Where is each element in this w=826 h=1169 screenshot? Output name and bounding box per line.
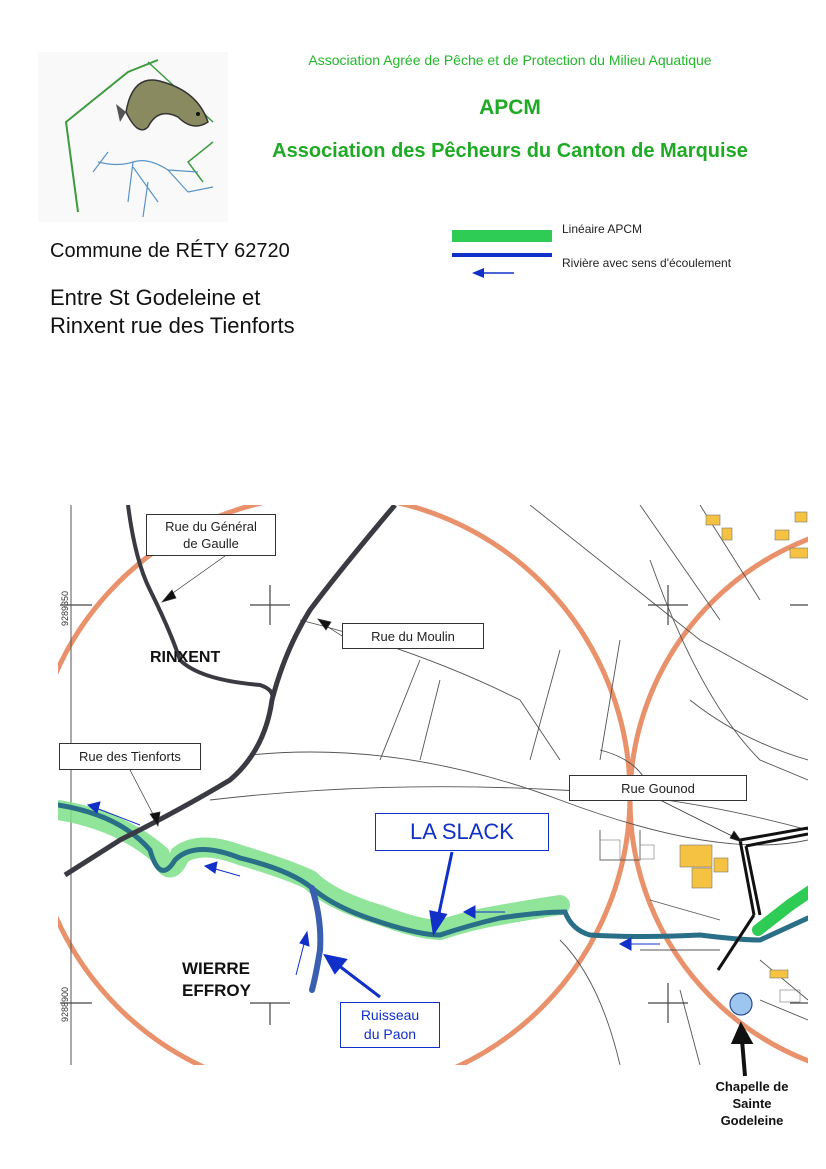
label-ruisseau-line2: du Paon: [363, 1026, 417, 1042]
section-line-2: Rinxent rue des Tienforts: [50, 313, 295, 338]
legend-apcm-label: Linéaire APCM: [562, 222, 643, 236]
legend: Linéaire APCM Rivière avec sens d'écoule…: [452, 218, 772, 288]
label-ruisseau-du-paon: Ruisseau du Paon: [340, 1002, 440, 1048]
label-la-slack: LA SLACK: [375, 813, 549, 851]
chapelle-line3: Godeleine: [720, 1113, 784, 1128]
road-general-de-gaulle: [126, 505, 275, 701]
place-wierre-line1: WIERRE: [182, 959, 250, 978]
chapelle-marker: [729, 992, 753, 1016]
association-acronym: APCM: [479, 96, 541, 119]
label-rue-des-tienforts: Rue des Tienforts: [59, 743, 201, 770]
label-general-line2: de Gaulle: [183, 536, 239, 551]
label-rue-general-de-gaulle: Rue du Général de Gaulle: [146, 514, 276, 556]
river-ruisseau-du-paon: [309, 885, 324, 993]
river-la-slack: [58, 802, 808, 943]
label-rue-du-moulin: Rue du Moulin: [342, 623, 484, 649]
legend-river-swatch: [452, 253, 552, 257]
place-rinxent: RINXENT: [150, 649, 221, 666]
label-rue-gounod: Rue Gounod: [569, 775, 747, 801]
coordinate-top: 9289350: [60, 590, 70, 626]
flow-arrow-icon: [472, 268, 514, 278]
road-gounod: [738, 826, 808, 916]
label-general-line1: Rue du Général: [165, 519, 257, 534]
apcm-logo: [38, 52, 228, 222]
chapelle-line2: Sainte: [732, 1096, 772, 1111]
section-description: Entre St Godeleine et Rinxent rue des Ti…: [50, 284, 410, 340]
chapelle-line1: Chapelle de: [715, 1079, 789, 1094]
apcm-section-east: [752, 885, 808, 936]
apcm-section-main: [58, 800, 570, 941]
place-wierre-effroy: WIERRE EFFROY: [182, 958, 251, 1002]
road-tienforts: [63, 505, 397, 878]
fish-icon: [116, 79, 209, 131]
section-line-1: Entre St Godeleine et: [50, 285, 261, 310]
association-name: Association des Pêcheurs du Canton de Ma…: [272, 140, 748, 162]
commune-title: Commune de RÉTY 62720: [50, 240, 290, 262]
road-chapelle: [716, 914, 756, 971]
association-full-name: Association Agrée de Pêche et de Protect…: [308, 52, 712, 68]
place-chapelle-sainte-godeleine: Chapelle de Sainte Godeleine: [690, 1078, 814, 1129]
legend-river-label: Rivière avec sens d'écoulement: [562, 256, 732, 270]
coordinate-bottom: 9288900: [60, 986, 70, 1022]
label-ruisseau-line1: Ruisseau: [360, 1007, 420, 1023]
place-wierre-line2: EFFROY: [182, 981, 251, 1000]
legend-apcm-swatch: [452, 230, 552, 242]
